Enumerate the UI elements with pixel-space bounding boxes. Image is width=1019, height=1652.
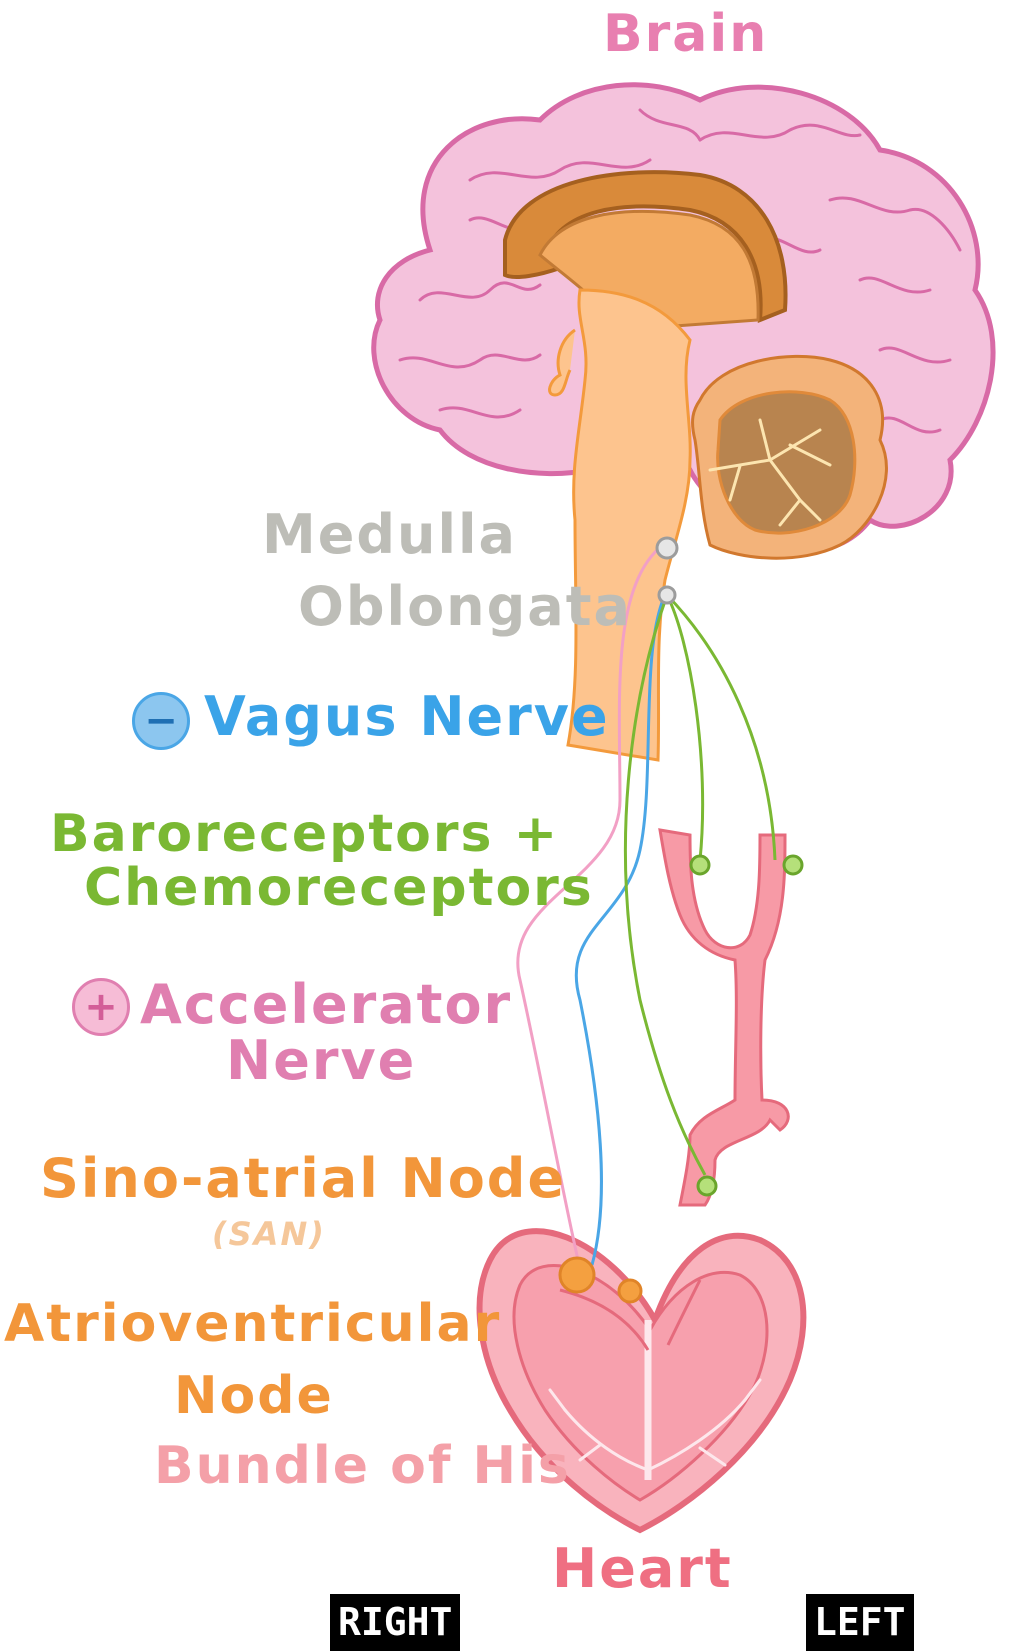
left-side-tag: LEFT [806,1594,914,1651]
bundle-of-his-label: Bundle of His [154,1436,571,1496]
heart-illustration [476,1228,807,1534]
brainstem [566,288,692,762]
nerve-endpoints [558,536,804,1304]
receptors-label-line1: Baroreceptors + [50,804,560,864]
av-node [617,1278,643,1304]
carotid-aorta [658,828,790,1207]
plus-icon: + [72,978,130,1036]
receptor-fibre-1 [665,594,705,861]
san-label: Sino-atrial Node [40,1147,567,1210]
medulla-label-line2: Oblongata [298,575,632,638]
cerebellum [691,354,888,560]
brain-label: Brain [603,4,769,64]
accelerator-label-line1: Accelerator [140,973,513,1036]
san-node [558,1256,596,1294]
accelerator-label-line2: Nerve [226,1029,417,1092]
right-side-tag: RIGHT [330,1594,461,1651]
av-node-label-line2: Node [174,1366,334,1426]
heart-label: Heart [552,1537,733,1600]
accelerator-fibre [516,540,668,1261]
vagus-nerve-label: Vagus Nerve [204,685,610,748]
vagus-fibre [574,594,667,1266]
av-node-label-line1: Atrioventricular [4,1294,502,1354]
receptors-label-line2: Chemoreceptors [84,858,594,918]
san-abbrev-label: (SAN) [212,1215,326,1253]
medulla-label-line1: Medulla [262,503,517,566]
receptor-fibre-3 [623,594,707,1176]
minus-icon: − [132,692,190,750]
nerve-fibres [516,540,777,1266]
receptor-fibre-2 [665,593,777,861]
